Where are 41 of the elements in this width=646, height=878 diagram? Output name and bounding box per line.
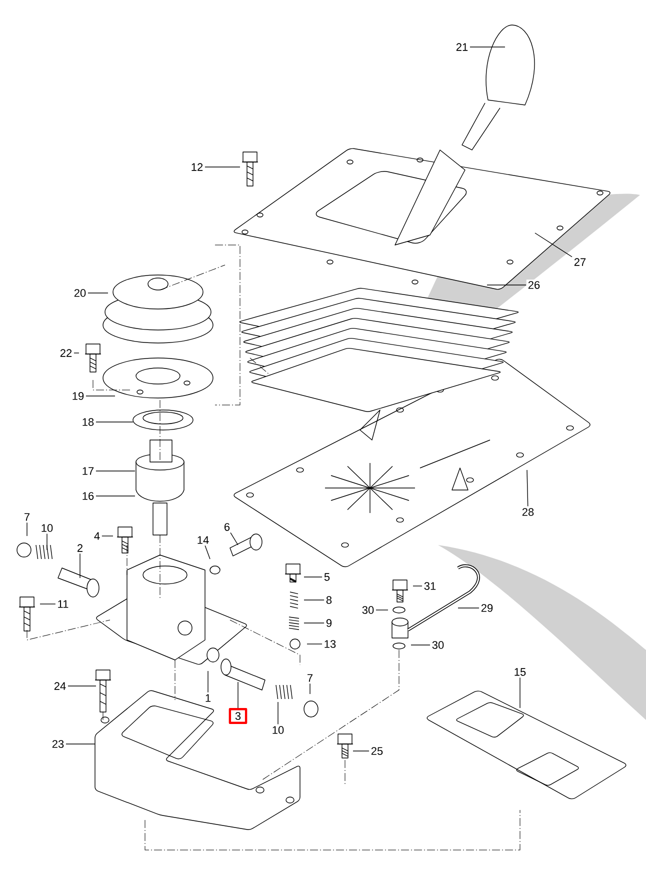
callout-number: 26 [526,280,542,290]
callout-number: 27 [572,256,588,268]
leader-line [304,576,322,578]
leader-line [88,292,108,294]
leader-line [204,545,210,560]
callout-number: 21 [454,42,470,52]
callout-number: 17 [80,466,96,476]
callout-number: 29 [479,602,495,614]
leader-line [526,470,528,507]
callout-number: 12 [189,162,205,172]
callout-number: 31 [422,580,438,592]
leader-line [304,622,324,624]
callout-number: 10 [270,724,286,736]
leader-line [204,166,240,168]
callout-number: 24 [52,680,68,692]
leader-line [534,232,572,258]
leader-line [26,522,28,536]
leader-line [486,284,526,286]
callout-number: 18 [80,416,96,428]
callout-number: 16 [80,490,96,502]
callout-number: 25 [369,746,385,756]
callout-number: 11 [56,598,70,610]
leader-line [96,470,136,472]
callout-number: 10 [39,522,55,534]
callout-number: 23 [50,738,66,750]
callout-number: 15 [512,666,528,678]
callout-number: 19 [70,390,86,402]
callout-number: 28 [520,506,536,518]
callout-number: 14 [195,534,211,546]
callout-number: 30 [430,640,446,650]
leader-line [46,533,48,550]
leader-line [230,532,238,546]
leader-line [352,750,370,752]
callout-number: 20 [72,288,88,298]
callout-number: 30 [360,604,376,616]
leader-line [470,46,506,48]
leader-line [74,352,80,354]
highlighted-callout-number: 3 [228,708,248,724]
leader-line [410,644,430,646]
callout-number: 22 [58,348,74,358]
callout-number: 13 [322,638,338,650]
